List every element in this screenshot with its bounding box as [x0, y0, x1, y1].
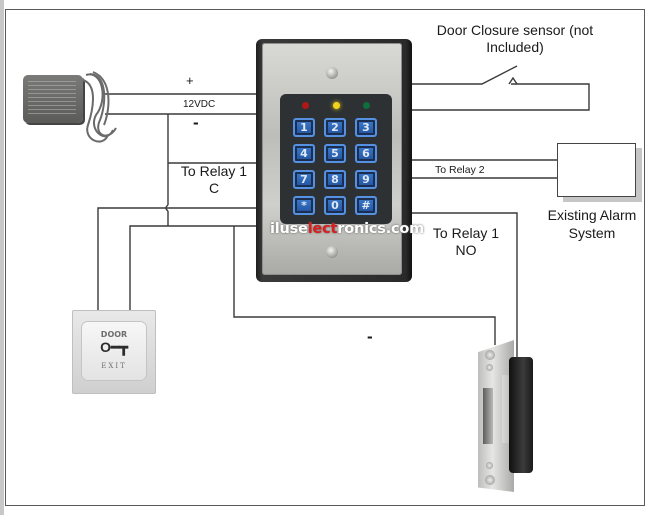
- keypad-key-0[interactable]: 0: [324, 196, 346, 215]
- adapter-cord: [82, 71, 117, 143]
- label-door-sensor-line1: Door Closure sensor (not: [436, 22, 594, 38]
- led-red: [302, 102, 309, 109]
- door-sensor-contact: [508, 76, 518, 85]
- left-border-strip: [0, 0, 4, 515]
- led-yellow: [333, 102, 340, 109]
- exit-button-door-text: DOOR: [100, 330, 128, 339]
- label-relay1-c: To Relay 1 C: [174, 163, 254, 197]
- watermark-part-accent: lect: [307, 221, 338, 237]
- watermark-part: iluse: [270, 221, 308, 237]
- wire-exit-button-1: [97, 207, 262, 310]
- label-relay1-c-line2: C: [208, 180, 220, 196]
- label-door-sensor: Door Closure sensor (not Included): [426, 22, 604, 56]
- strike-housing: [509, 357, 533, 473]
- keypad-key-2[interactable]: 2: [324, 118, 346, 137]
- label-door-sensor-line2: Included): [486, 39, 544, 55]
- label-12vdc: 12VDC: [183, 99, 216, 110]
- label-relay1-no-line1: To Relay 1: [432, 225, 500, 241]
- strike-slot: [483, 388, 493, 444]
- exit-button-face: DOOR O━┳ EXIT: [82, 322, 146, 380]
- power-adapter: [23, 75, 83, 123]
- keypad-key-star[interactable]: *: [293, 196, 315, 215]
- exit-button-exit-text: EXIT: [101, 362, 127, 370]
- watermark: iluselectronics.com: [270, 221, 424, 237]
- watermark-part: ronics.com: [337, 221, 425, 237]
- label-plus: +: [186, 73, 194, 88]
- wire-exit-button-2: [129, 225, 262, 310]
- strike-screw-hole: [486, 364, 493, 371]
- keypad-key-4[interactable]: 4: [293, 144, 315, 163]
- label-relay2: To Relay 2: [435, 164, 485, 176]
- label-relay1-no-line2: NO: [455, 242, 477, 258]
- label-relay1-no: To Relay 1 NO: [421, 225, 511, 259]
- strike-screw-hole: [485, 475, 495, 485]
- keypad-key-3[interactable]: 3: [355, 118, 377, 137]
- keypad-key-8[interactable]: 8: [324, 170, 346, 189]
- wire-relay1-no: [412, 212, 518, 358]
- label-strike-minus: -: [367, 327, 373, 346]
- led-green: [363, 102, 370, 109]
- screw-icon: [326, 246, 338, 258]
- label-alarm-line2: System: [568, 225, 616, 241]
- label-alarm-line1: Existing Alarm: [547, 207, 637, 223]
- wire-strike-negative: [233, 226, 496, 345]
- key-icon: O━┳: [100, 339, 128, 355]
- adapter-label-print: [28, 81, 76, 115]
- strike-screw-hole: [485, 350, 495, 360]
- label-minus: -: [193, 113, 199, 132]
- keypad-key-9[interactable]: 9: [355, 170, 377, 189]
- keypad-key-5[interactable]: 5: [324, 144, 346, 163]
- keypad-key-6[interactable]: 6: [355, 144, 377, 163]
- label-relay1-c-line1: To Relay 1: [180, 163, 248, 179]
- keypad-key-1[interactable]: 1: [293, 118, 315, 137]
- door-exit-button: DOOR O━┳ EXIT: [72, 310, 156, 394]
- wire-door-sensor: [412, 65, 590, 111]
- alarm-system-box: [557, 143, 636, 197]
- keypad-key-7[interactable]: 7: [293, 170, 315, 189]
- keypad-key-hash[interactable]: #: [355, 196, 377, 215]
- screw-icon: [326, 67, 338, 79]
- strike-screw-hole: [486, 462, 493, 469]
- label-alarm-system: Existing Alarm System: [530, 206, 650, 242]
